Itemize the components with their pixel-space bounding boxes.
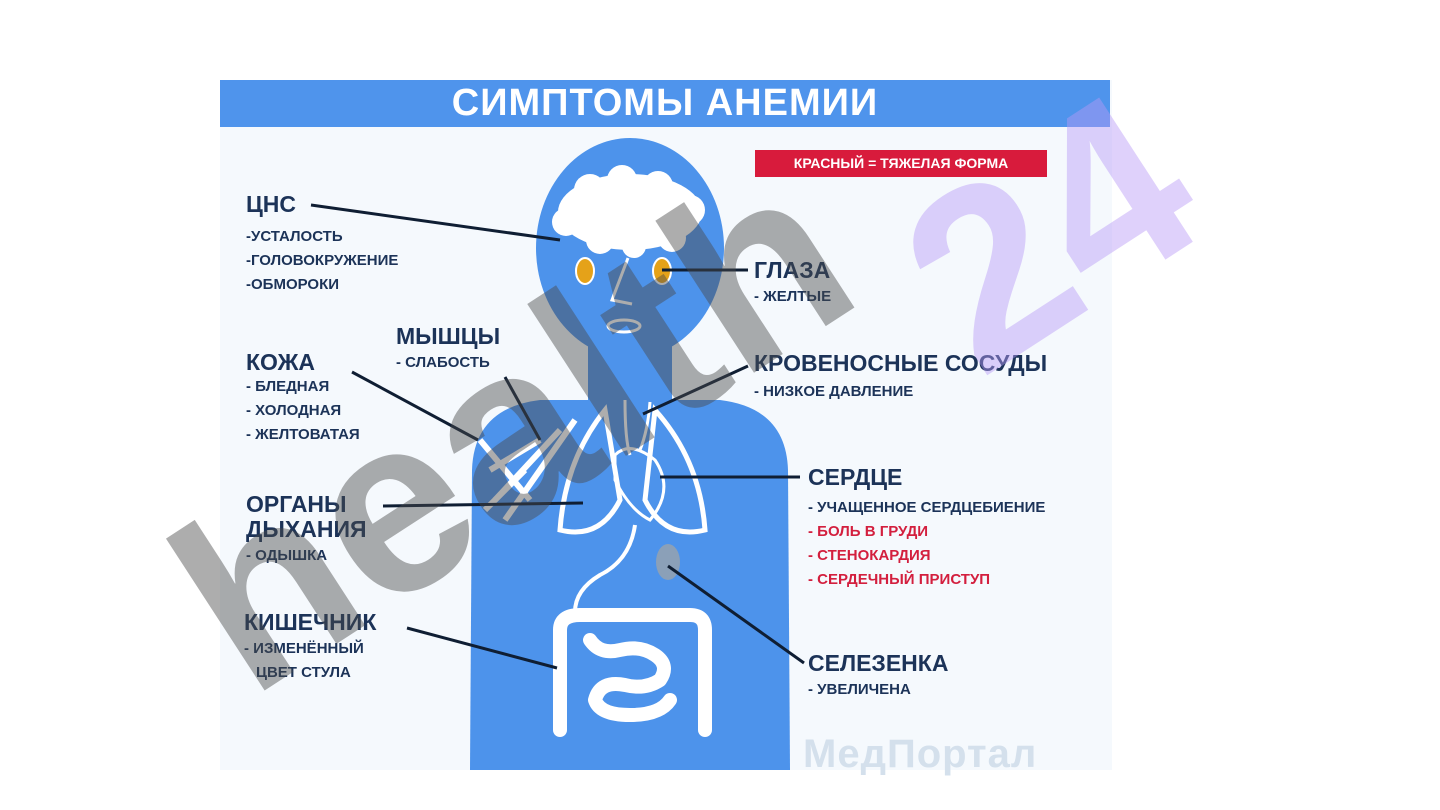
- heart-title: СЕРДЦЕ: [808, 464, 903, 490]
- skin-item: - ЖЕЛТОВАТАЯ: [246, 426, 360, 443]
- spleen-icon: [656, 544, 680, 580]
- skin-item: - БЛЕДНАЯ: [246, 378, 330, 395]
- section-respiratory: ОРГАНЫ ДЫХАНИЯ - ОДЫШКА: [246, 492, 367, 568]
- heart-severe-item: - БОЛЬ В ГРУДИ: [808, 523, 929, 540]
- respiratory-title-line1: ОРГАНЫ: [246, 491, 347, 517]
- leader-lines: [310, 203, 805, 670]
- eyes-item: - ЖЕЛТЫЕ: [754, 288, 832, 305]
- cns-item: -ГОЛОВОКРУЖЕНИЕ: [246, 252, 399, 269]
- cns-title: ЦНС: [246, 191, 297, 217]
- respiratory-title-line2: ДЫХАНИЯ: [246, 516, 367, 542]
- heart-severe-item: - СЕРДЕЧНЫЙ ПРИСТУП: [808, 571, 991, 588]
- section-cns: ЦНС -УСТАЛОСТЬ -ГОЛОВОКРУЖЕНИЕ -ОБМОРОКИ: [246, 192, 398, 297]
- cns-item: -УСТАЛОСТЬ: [246, 228, 343, 245]
- section-eyes: ГЛАЗА - ЖЕЛТЫЕ: [754, 258, 831, 309]
- leader-line-cns: [310, 203, 561, 242]
- respiratory-item: - ОДЫШКА: [246, 547, 328, 564]
- leader-line-vessels: [642, 364, 749, 416]
- blood-vessels-icon: [623, 399, 652, 456]
- section-muscles: МЫШЦЫ - СЛАБОСТЬ: [396, 324, 500, 375]
- section-skin: КОЖА - БЛЕДНАЯ - ХОЛОДНАЯ - ЖЕЛТОВАТАЯ: [246, 350, 360, 447]
- heart-severe-item: - СТЕНОКАРДИЯ: [808, 547, 931, 564]
- intestine-icon: [553, 608, 712, 737]
- severity-legend: КРАСНЫЙ = ТЯЖЕЛАЯ ФОРМА: [755, 150, 1047, 177]
- skin-item: - ХОЛОДНАЯ: [246, 402, 342, 419]
- section-intestine: КИШЕЧНИК - ИЗМЕНЁННЫЙ ЦВЕТ СТУЛА: [244, 610, 376, 685]
- left-eye-icon: [575, 257, 595, 285]
- leader-line-lungs: [382, 501, 584, 508]
- leader-line-skin: [351, 370, 479, 442]
- section-blood-vessels: КРОВЕНОСНЫЕ СОСУДЫ - НИЗКОЕ ДАВЛЕНИЕ: [754, 351, 1047, 404]
- spleen-title: СЕЛЕЗЕНКА: [808, 650, 949, 676]
- lungs-icon: [557, 404, 708, 535]
- intestine-item: - ИЗМЕНЁННЫЙ: [244, 640, 364, 657]
- section-spleen: СЕЛЕЗЕНКА - УВЕЛИЧЕНА: [808, 651, 948, 702]
- leader-line-intestine: [406, 626, 558, 670]
- stomach-icon: [573, 524, 637, 613]
- heart-icon: [613, 447, 666, 522]
- brain-icon: [552, 165, 705, 258]
- muscles-title: МЫШЦЫ: [396, 323, 501, 349]
- intestine-item: ЦВЕТ СТУЛА: [256, 664, 351, 681]
- page-title: СИМПТОМЫ АНЕМИИ: [451, 82, 879, 124]
- leader-line-spleen: [667, 564, 805, 665]
- vessels-title: КРОВЕНОСНЫЕ СОСУДЫ: [754, 350, 1048, 376]
- spleen-item: - УВЕЛИЧЕНА: [808, 681, 911, 698]
- section-heart: СЕРДЦЕ - УЧАЩЕННОЕ СЕРДЦЕБИЕНИЕ - БОЛЬ В…: [808, 465, 1045, 592]
- skin-title: КОЖА: [246, 349, 316, 375]
- muscles-item: - СЛАБОСТЬ: [396, 354, 490, 371]
- title-banner: [220, 80, 1110, 127]
- cns-item: -ОБМОРОКИ: [246, 276, 340, 293]
- vessels-item: - НИЗКОЕ ДАВЛЕНИЕ: [754, 383, 914, 400]
- intestine-title: КИШЕЧНИК: [244, 609, 377, 635]
- leader-line-muscles: [503, 376, 542, 441]
- brand-logo: МедПортал: [803, 732, 1038, 776]
- eyes-title: ГЛАЗА: [754, 257, 831, 283]
- mouth: [606, 318, 642, 334]
- heart-item: - УЧАЩЕННОЕ СЕРДЦЕБИЕНИЕ: [808, 499, 1046, 516]
